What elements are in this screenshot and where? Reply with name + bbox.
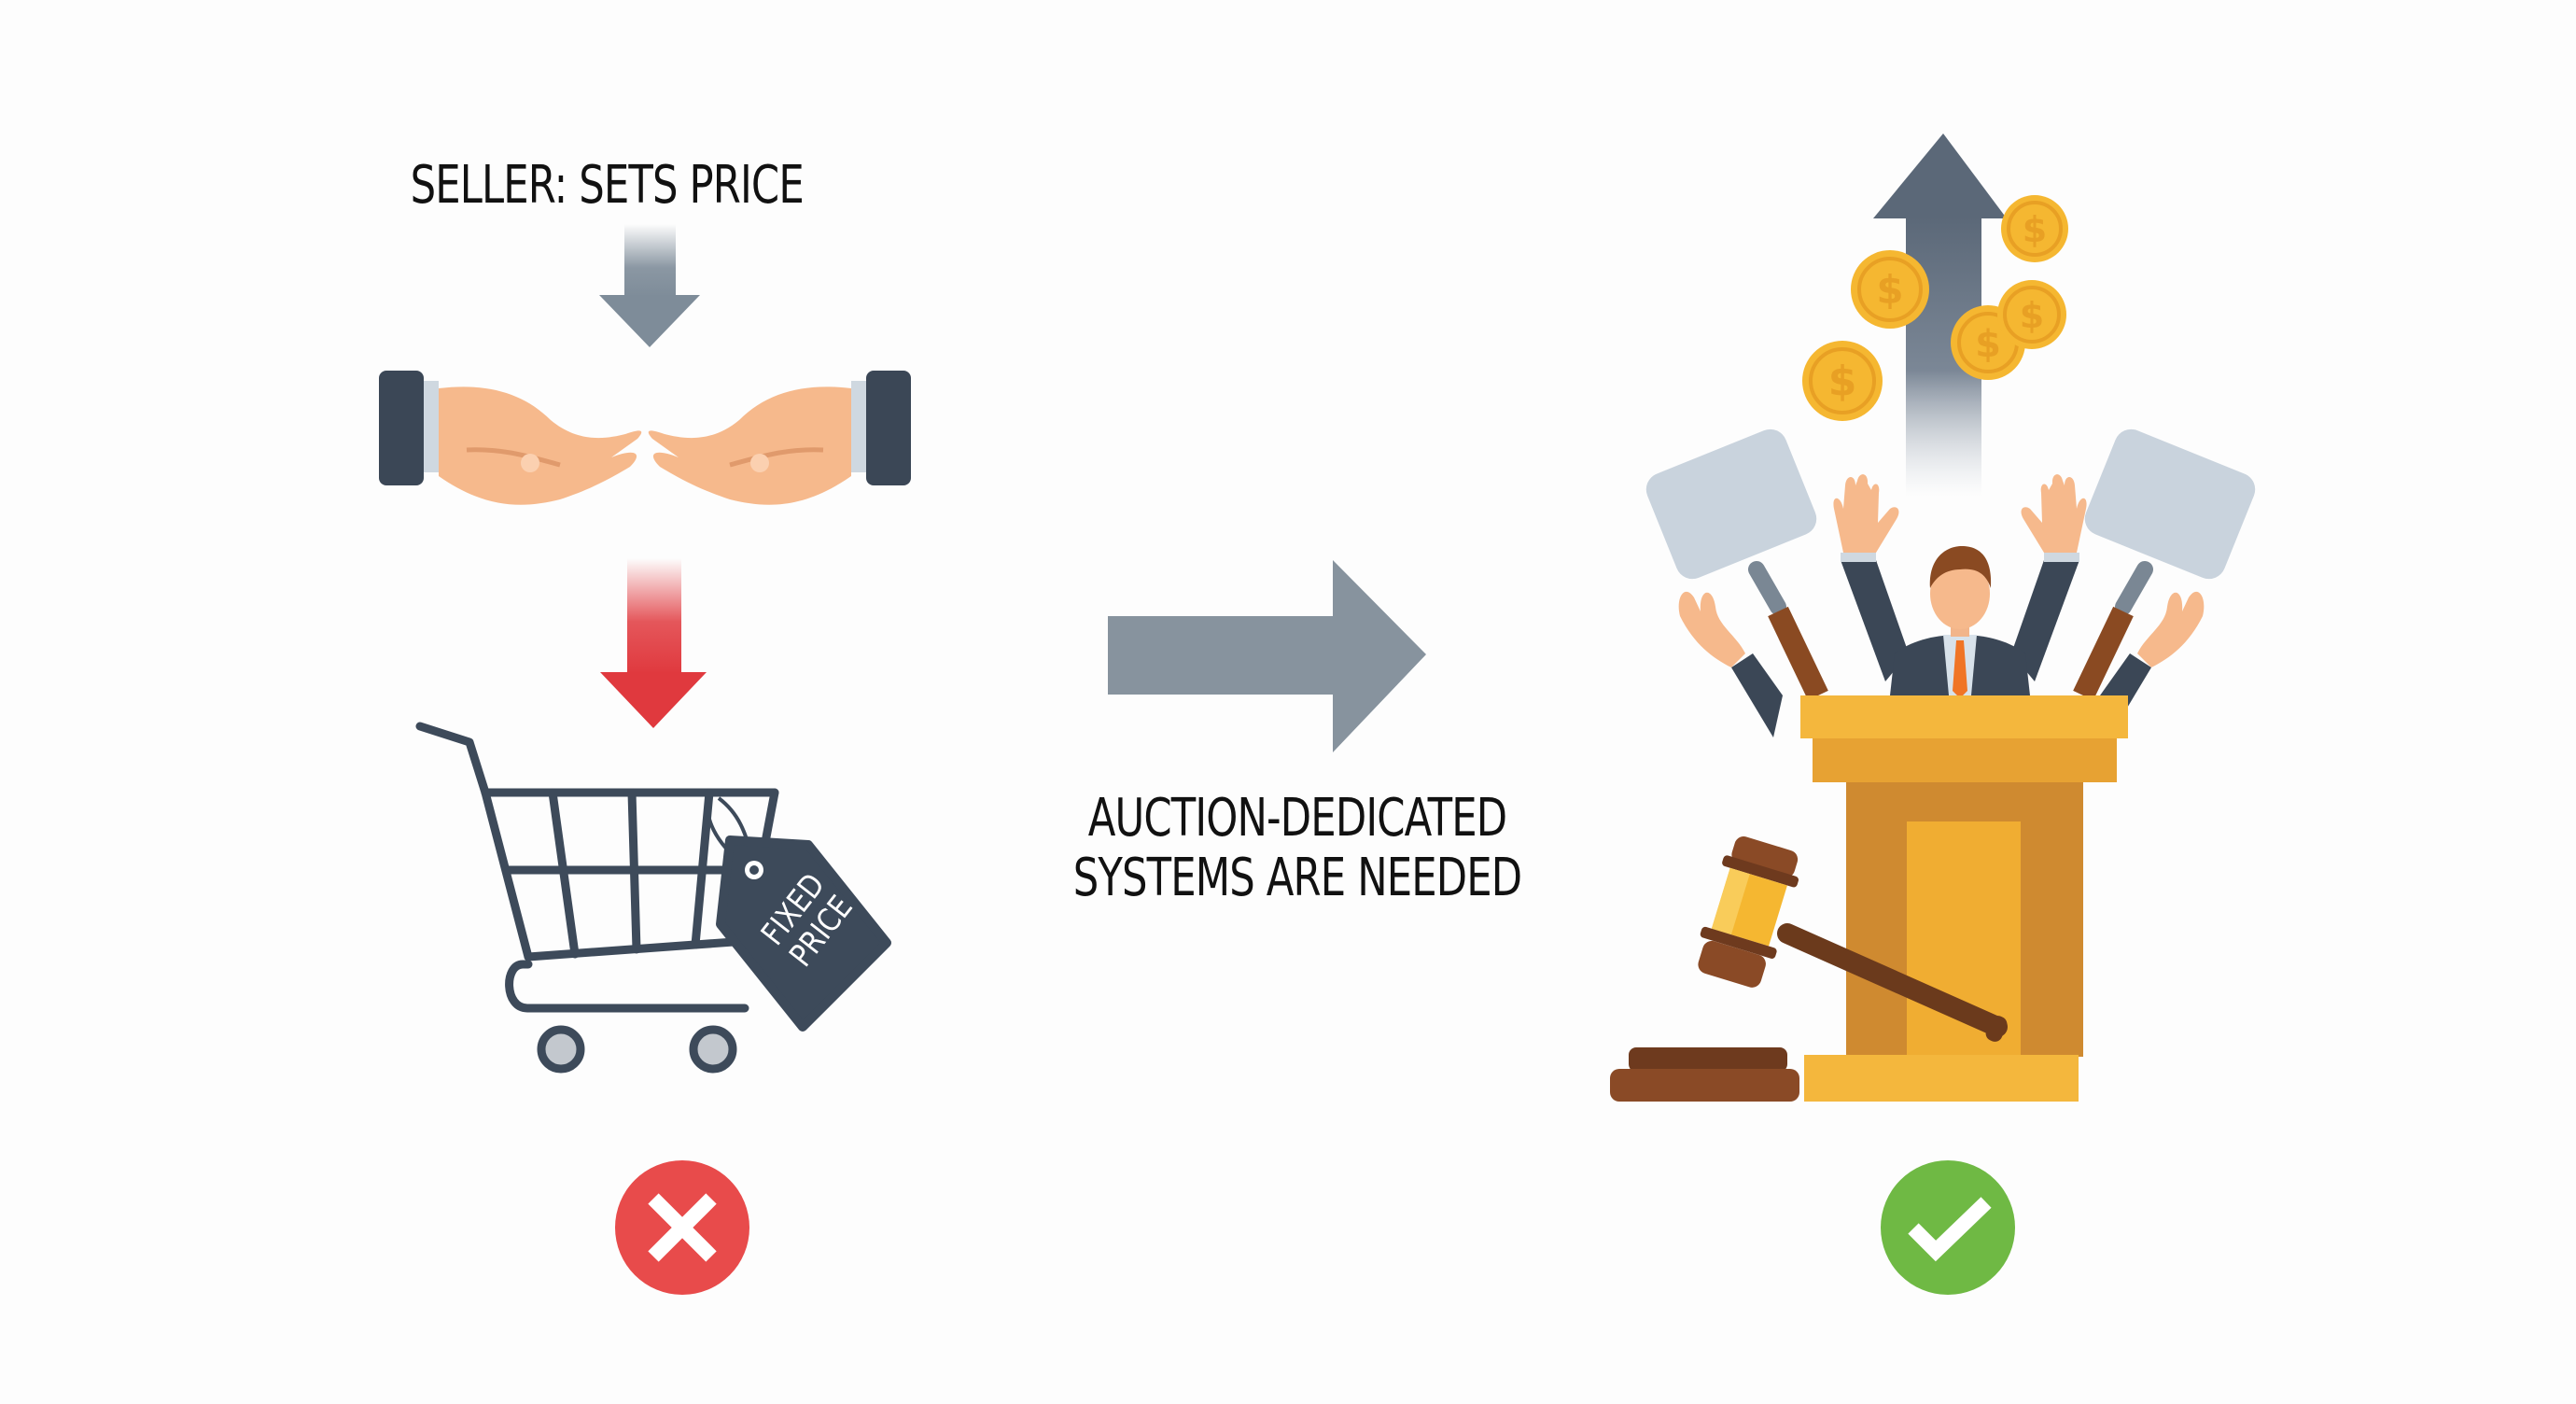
coin-icon: $: [2001, 195, 2068, 262]
bidding-paddle-right: [2073, 428, 2256, 701]
bidder-arm-left: [1678, 591, 1783, 737]
down-arrow-icon: [599, 224, 700, 347]
coin-icon: $: [1997, 280, 2066, 349]
bidding-paddle-left: [1645, 428, 1828, 701]
right-arrow-icon: [1108, 560, 1426, 752]
seller-sets-price-label: SELLER: SETS PRICE: [410, 155, 805, 216]
gavel-icon: [1698, 836, 2008, 1042]
auctioneer-figure: [1833, 474, 2087, 698]
cart-wheels: [537, 1025, 737, 1074]
svg-text:$: $: [1828, 358, 1857, 405]
coin-icon: $: [1802, 341, 1883, 421]
svg-text:$: $: [2023, 209, 2047, 250]
podium: [1800, 695, 2128, 1102]
auction-systems-caption: AUCTION-DEDICATED SYSTEMS ARE NEEDED: [1057, 789, 1538, 908]
sound-block: [1610, 1047, 1799, 1102]
svg-text:$: $: [2020, 295, 2044, 336]
caption-line-2: SYSTEMS ARE NEEDED: [1072, 848, 1522, 908]
hands-icon: [379, 371, 911, 505]
left-panel: [379, 224, 911, 1295]
check-circle-icon: [1881, 1160, 2015, 1295]
svg-text:$: $: [1975, 323, 2001, 366]
caption-line-1: AUCTION-DEDICATED: [1087, 788, 1507, 849]
x-circle-icon: [615, 1160, 749, 1295]
red-down-arrow-icon: [600, 558, 707, 728]
fixed-price-tag: [706, 796, 891, 1032]
coin-icon: $: [1851, 250, 1929, 329]
dollar-coins: $ $ $ $ $: [1802, 195, 2068, 421]
shopping-cart-icon: [415, 722, 779, 1013]
right-panel: $ $ $ $ $: [1610, 133, 2256, 1295]
svg-text:$: $: [1876, 267, 1903, 313]
